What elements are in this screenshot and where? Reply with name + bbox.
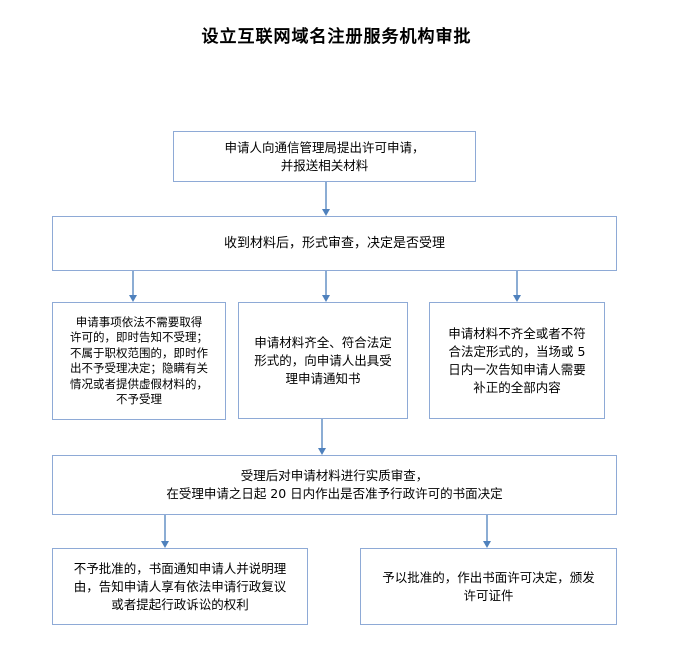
step-deny-box: 不予批准的，书面通知申请人并说明理 由，告知申请人享有依法申请行政复议 或者提起…	[52, 548, 308, 625]
step-reject-line-6: 不予受理	[116, 392, 162, 406]
step-accept-line-2: 形式的，向申请人出具受	[254, 352, 392, 368]
arrowhead-apply-to-receive	[322, 209, 330, 216]
step-reject-line-5: 情况或者提供虚假材料的，	[70, 376, 208, 391]
step-deny-line-1: 不予批准的，书面通知申请人并说明理	[73, 560, 287, 576]
step-supplement-box: 申请材料不齐全或者不符 合法定形式的，当场或 5 日内一次告知申请人需要 补正的…	[429, 302, 605, 419]
step-reject-line-1: 申请事项依法不需要取得	[75, 314, 203, 329]
step-review-box: 受理后对申请材料进行实质审查， 在受理申请之日起 20 日内作出是否准予行政许可…	[52, 455, 617, 515]
step-reject-line-4: 出不予受理决定；隐瞒有关	[70, 361, 208, 375]
step-reject-line-3: 不属于职权范围的，即时作	[70, 345, 208, 360]
arrowhead-accept-to-review	[318, 448, 326, 455]
step-approve-line-1: 予以批准的，作出书面许可决定，颁发	[382, 569, 595, 585]
step-review-line-2: 在受理申请之日起 20 日内作出是否准予行政许可的书面决定	[166, 486, 503, 501]
step-supplement-line-4: 补正的全部内容	[473, 379, 561, 395]
step-deny-line-3: 或者提起行政诉讼的权利	[111, 596, 249, 612]
step-deny-line-2: 由，告知申请人享有依法申请行政复议	[73, 578, 287, 594]
arrowhead-review-to-deny	[161, 541, 169, 548]
step-accept-line-3: 理申请通知书	[285, 370, 361, 386]
step-receive-line-1: 收到材料后，形式审查，决定是否受理	[223, 235, 445, 251]
step-approve-line-2: 许可证件	[463, 587, 514, 603]
step-apply-line-2: 并报送相关材料	[280, 157, 369, 173]
step-accept-line-1: 申请材料齐全、符合法定	[254, 334, 392, 350]
step-receive-box: 收到材料后，形式审查，决定是否受理	[52, 216, 617, 271]
arrowhead-receive-to-supplement	[513, 295, 521, 302]
step-accept-box: 申请材料齐全、符合法定 形式的，向申请人出具受 理申请通知书	[238, 302, 408, 419]
step-supplement-line-2: 合法定形式的，当场或 5	[448, 343, 586, 359]
step-supplement-line-3: 日内一次告知申请人需要	[448, 361, 586, 377]
arrowhead-review-to-approve	[483, 541, 491, 548]
step-reject-box: 申请事项依法不需要取得 许可的，即时告知不受理； 不属于职权范围的，即时作 出不…	[52, 302, 226, 420]
step-apply-line-1: 申请人向通信管理局提出许可申请，	[224, 139, 425, 155]
page-title: 设立互联网域名注册服务机构审批	[201, 27, 472, 47]
arrowhead-receive-to-accept	[322, 295, 330, 302]
step-reject-line-2: 许可的，即时告知不受理；	[70, 330, 208, 344]
step-review-line-1: 受理后对申请材料进行实质审查，	[240, 468, 429, 483]
step-approve-box: 予以批准的，作出书面许可决定，颁发 许可证件	[360, 548, 617, 625]
arrowhead-receive-to-reject	[129, 295, 137, 302]
step-supplement-line-1: 申请材料不齐全或者不符	[448, 325, 586, 341]
step-apply-box: 申请人向通信管理局提出许可申请， 并报送相关材料	[173, 131, 476, 182]
